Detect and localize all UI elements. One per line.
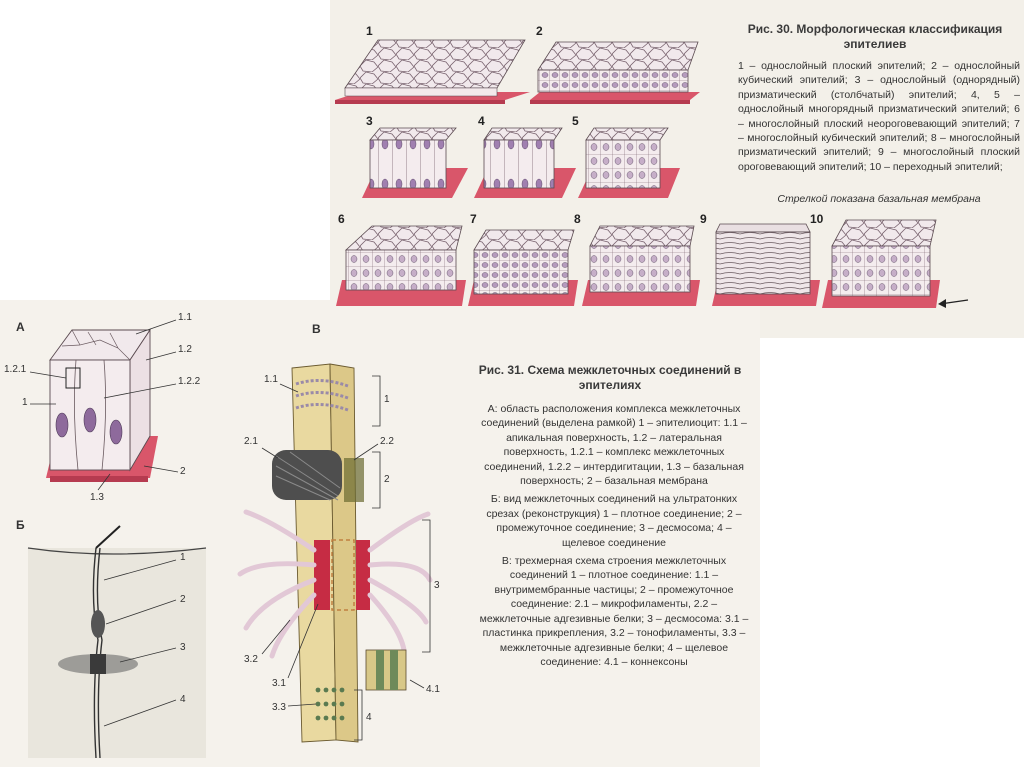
fig30-number-4: 4 bbox=[478, 114, 485, 128]
a-label-1-1: 1.1 bbox=[178, 312, 192, 323]
b-label-4: 4 bbox=[180, 694, 186, 705]
fig30-number-1: 1 bbox=[366, 24, 373, 38]
fig31-caption-b: Б: вид межклеточных соединений на ультра… bbox=[486, 493, 742, 549]
fig30-number-8: 8 bbox=[574, 212, 581, 226]
v-label-3: 3 bbox=[434, 580, 440, 591]
fig31-caption: А: область расположения комплекса межкле… bbox=[478, 402, 750, 673]
fig30-title: Рис. 30. Морфологическая классификация э… bbox=[747, 22, 1003, 51]
epithelium-8 bbox=[582, 225, 700, 306]
v-label-1: 1 bbox=[384, 394, 390, 405]
epithelium-4 bbox=[474, 127, 576, 198]
fig30-number-7: 7 bbox=[470, 212, 477, 226]
a-label-1-3: 1.3 bbox=[90, 492, 104, 503]
epithelium-9 bbox=[712, 223, 820, 306]
section-b-label: Б bbox=[16, 518, 25, 532]
epithelium-6 bbox=[336, 225, 466, 306]
section-a-label: А bbox=[16, 320, 25, 334]
section-v-label: В bbox=[312, 322, 321, 336]
basement-membrane-arrow-icon bbox=[938, 299, 969, 308]
b-label-2: 2 bbox=[180, 594, 186, 605]
epithelium-2 bbox=[530, 41, 700, 104]
v-label-4: 4 bbox=[366, 712, 372, 723]
epithelium-7 bbox=[468, 229, 578, 306]
v-label-1-1: 1.1 bbox=[264, 374, 278, 385]
fig30-number-9: 9 bbox=[700, 212, 707, 226]
a-label-1: 1 bbox=[22, 397, 28, 408]
epithelium-1 bbox=[335, 39, 530, 104]
diagram-v-junctions bbox=[237, 363, 433, 743]
fig30-number-5: 5 bbox=[572, 114, 579, 128]
a-label-1-2-1: 1.2.1 bbox=[4, 364, 27, 375]
v-label-2: 2 bbox=[384, 474, 390, 485]
v-label-3-2: 3.2 bbox=[244, 654, 258, 665]
fig31-caption-v: В: трехмерная схема строения межклеточны… bbox=[479, 555, 749, 668]
v-label-4-1: 4.1 bbox=[426, 684, 440, 695]
diagram-b-section bbox=[27, 525, 207, 759]
fig30-number-6: 6 bbox=[338, 212, 345, 226]
fig31-caption-a: А: область расположения комплекса межкле… bbox=[481, 403, 747, 488]
a-label-2: 2 bbox=[180, 466, 186, 477]
fig30-caption: 1 – однослойный плоский эпителий; 2 – од… bbox=[738, 60, 1020, 173]
fig30-number-2: 2 bbox=[536, 24, 543, 38]
fig31-title: Рис. 31. Схема межклеточных соединений в… bbox=[478, 363, 742, 392]
fig30-note: Стрелкой показана базальная мембрана bbox=[777, 193, 981, 205]
v-label-3-3: 3.3 bbox=[272, 702, 286, 713]
epithelium-5 bbox=[578, 127, 680, 198]
v-label-2-2: 2.2 bbox=[380, 436, 394, 447]
fig30-number-10: 10 bbox=[810, 212, 824, 226]
b-label-1: 1 bbox=[180, 552, 186, 563]
fig30-number-3: 3 bbox=[366, 114, 373, 128]
diagram-a-epithelium bbox=[29, 319, 179, 491]
v-label-2-1: 2.1 bbox=[244, 436, 258, 447]
a-label-1-2-2: 1.2.2 bbox=[178, 376, 201, 387]
b-label-3: 3 bbox=[180, 642, 186, 653]
v-label-3-1: 3.1 bbox=[272, 678, 286, 689]
a-label-1-2: 1.2 bbox=[178, 344, 192, 355]
epithelium-10 bbox=[822, 219, 940, 308]
epithelium-3 bbox=[362, 127, 468, 198]
